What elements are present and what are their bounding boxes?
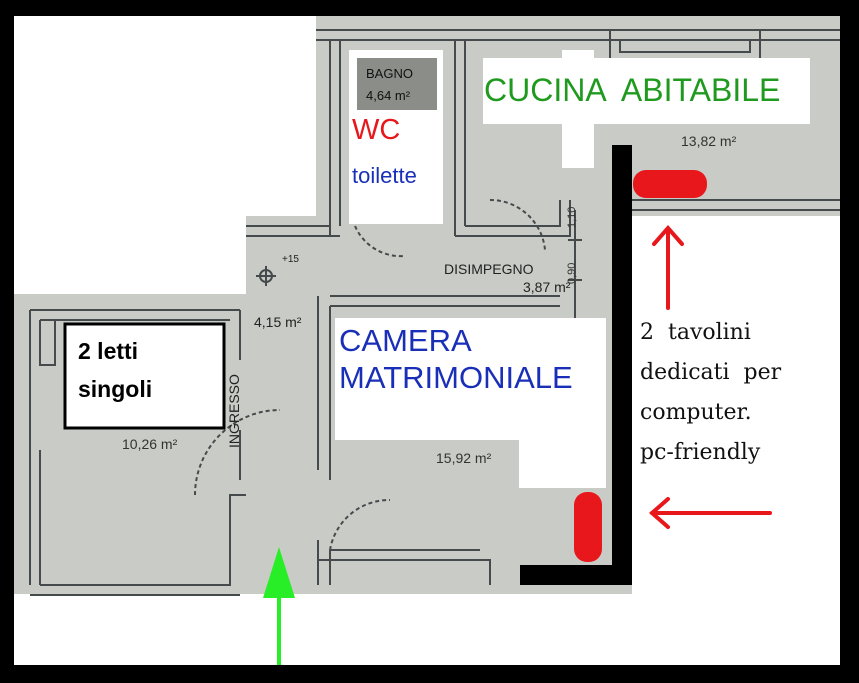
tavolini-line3: computer. bbox=[640, 400, 752, 425]
blank-area-bottom bbox=[14, 594, 632, 665]
desk-marker-top bbox=[633, 170, 707, 198]
room-area-camera-singola: 10,26 m² bbox=[122, 436, 178, 452]
level-mark: +15 bbox=[282, 254, 299, 265]
room-area-ingresso: 4,15 m² bbox=[254, 314, 302, 330]
bagno-area-box bbox=[357, 58, 437, 110]
arrow-left-icon bbox=[648, 497, 772, 529]
cucina-label-box bbox=[483, 58, 810, 124]
tavolini-line4: pc-friendly bbox=[640, 440, 761, 465]
desk-marker-bottom bbox=[574, 492, 602, 562]
room-area-camera-matrimoniale: 15,92 m² bbox=[436, 450, 492, 466]
room-area-bagno: 4,64 m² bbox=[366, 88, 411, 103]
tavolini-line2: dedicati per bbox=[640, 360, 782, 385]
black-wall-horizontal bbox=[520, 565, 632, 585]
wc-label: WC bbox=[352, 114, 401, 146]
camera-label-box-ext bbox=[519, 440, 606, 488]
arrow-up-icon bbox=[652, 224, 684, 310]
matrimoniale-label: MATRIMONIALE bbox=[339, 360, 573, 395]
room-name-bagno: BAGNO bbox=[366, 66, 413, 81]
room-area-cucina: 13,82 m² bbox=[681, 133, 737, 149]
room-name-ingresso: INGRESSO bbox=[226, 374, 242, 448]
tavolini-line1: 2 tavolini bbox=[640, 320, 751, 345]
letti-label-line2: singoli bbox=[78, 376, 153, 402]
dimension-2: 0,90 bbox=[566, 262, 578, 284]
black-wall-vertical bbox=[612, 145, 632, 585]
room-area-disimpegno: 3,87 m² bbox=[523, 279, 571, 295]
room-name-disimpegno: DISIMPEGNO bbox=[444, 261, 534, 277]
toilette-label: toilette bbox=[352, 163, 417, 188]
entrance-arrow-icon bbox=[263, 547, 295, 665]
letti-label-box bbox=[63, 322, 226, 430]
letti-label-line1: 2 letti bbox=[78, 338, 139, 364]
cucina-label-box-stem bbox=[562, 50, 594, 168]
cucina-abitabile-label: CUCINA ABITABILE bbox=[484, 72, 781, 108]
dimension-1: 1,10 bbox=[566, 206, 578, 228]
camera-label-box bbox=[335, 318, 606, 440]
walls bbox=[29, 29, 840, 596]
camera-label: CAMERA bbox=[339, 323, 472, 358]
